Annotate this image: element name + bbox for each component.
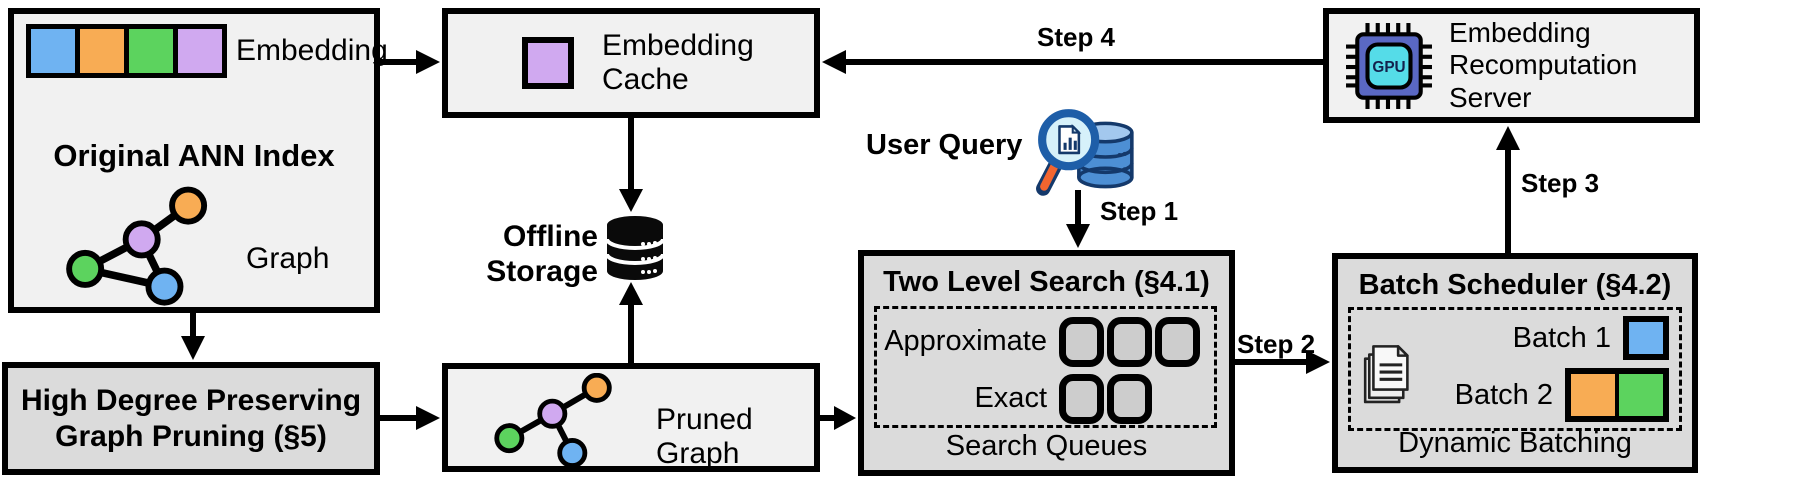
arrow-ann-to-pruning (181, 313, 205, 360)
cached-embedding-cell (522, 37, 574, 89)
graph-label: Graph (246, 242, 330, 275)
documents-icon (1363, 345, 1409, 404)
pruned-graph-icon (494, 373, 612, 468)
batch1-label: Batch 1 (1512, 321, 1611, 354)
graph-pruning-title: High Degree Preserving Graph Pruning (§5… (20, 384, 362, 453)
embedding-cell-purple (178, 29, 222, 73)
step1-label: Step 1 (1100, 196, 1179, 226)
batch1-row: Batch 1 (1513, 316, 1669, 360)
queue-slot (1155, 316, 1200, 367)
step3-label: Step 3 (1521, 168, 1600, 198)
arrow-scheduler-to-server-step3 (1496, 126, 1520, 253)
queue-slot (1107, 316, 1152, 367)
batch2-label: Batch 2 (1454, 378, 1553, 411)
dynamic-batching-label: Dynamic Batching (1398, 427, 1632, 459)
pruned-graph-label: Pruned Graph (656, 403, 753, 470)
offline-storage-label: Offline Storage (486, 220, 598, 289)
arrow-server-to-cache-step4 (822, 50, 1323, 74)
embedding-cache-label: Embedding Cache (602, 28, 754, 97)
batch1-cell-blue (1623, 316, 1669, 360)
approximate-label: Approximate (884, 325, 1047, 357)
ann-index-title: Original ANN Index (53, 138, 335, 173)
batch2-cell-green (1619, 374, 1663, 416)
embedding-label: Embedding (236, 34, 388, 67)
batch-scheduler-box: Batch Scheduler (§4.2) Batch 1 (1332, 253, 1698, 473)
batch-scheduler-title: Batch Scheduler (§4.2) (1358, 269, 1672, 301)
gpu-chip-text: GPU (1372, 59, 1405, 76)
gpu-chip-icon: GPU (1346, 22, 1432, 109)
two-level-search-box: Two Level Search (§4.1) Approximate Exac… (858, 250, 1235, 476)
user-query-label: User Query (866, 129, 1023, 161)
embedding-cell-green (129, 29, 173, 73)
recomputation-server-label: Embedding Recomputation Server (1449, 16, 1638, 113)
recomputation-server-box: GPU Embedding Recomputation Server (1323, 8, 1700, 123)
embedding-vector-strip (26, 24, 227, 78)
pruned-graph-box: Pruned Graph (442, 363, 820, 472)
search-queues-panel: Approximate Exact (874, 306, 1217, 428)
two-level-search-title: Two Level Search (§4.1) (883, 266, 1210, 298)
original-ann-index-box: Embedding Original ANN Index Graph (8, 8, 388, 313)
queue-slot (1059, 373, 1104, 424)
graph-pruning-box: High Degree Preserving Graph Pruning (§5… (2, 362, 380, 475)
exact-queue-row: Exact (877, 370, 1214, 427)
arrow-pruning-to-prunedgraph (380, 406, 440, 430)
embedding-cell-orange (80, 29, 124, 73)
embedding-cache-box: Embedding Cache (442, 8, 820, 118)
exact-label: Exact (974, 382, 1047, 414)
embedding-cell-blue (31, 29, 75, 73)
dynamic-batching-panel: Batch 1 Batch 2 (1348, 307, 1682, 431)
step4-label: Step 4 (1036, 22, 1116, 52)
database-icon (605, 216, 665, 280)
arrow-cache-to-storage (619, 118, 643, 212)
batch-list: Batch 1 Batch 2 (1427, 316, 1679, 422)
batch2-cell-orange (1571, 374, 1615, 416)
magnifier-database-icon (1036, 109, 1134, 196)
arrow-prunedgraph-to-search (820, 406, 856, 430)
original-graph-icon (66, 186, 208, 306)
batch2-cells (1565, 368, 1669, 422)
batch2-row: Batch 2 (1455, 368, 1669, 422)
approximate-queue-row: Approximate (877, 313, 1214, 370)
arrow-ann-to-cache (380, 50, 440, 74)
step2-label: Step 2 (1237, 329, 1316, 359)
queue-slot (1059, 316, 1104, 367)
queue-slot (1107, 373, 1152, 424)
arrow-prunedgraph-to-storage (619, 282, 643, 363)
search-queues-label: Search Queues (945, 430, 1148, 462)
